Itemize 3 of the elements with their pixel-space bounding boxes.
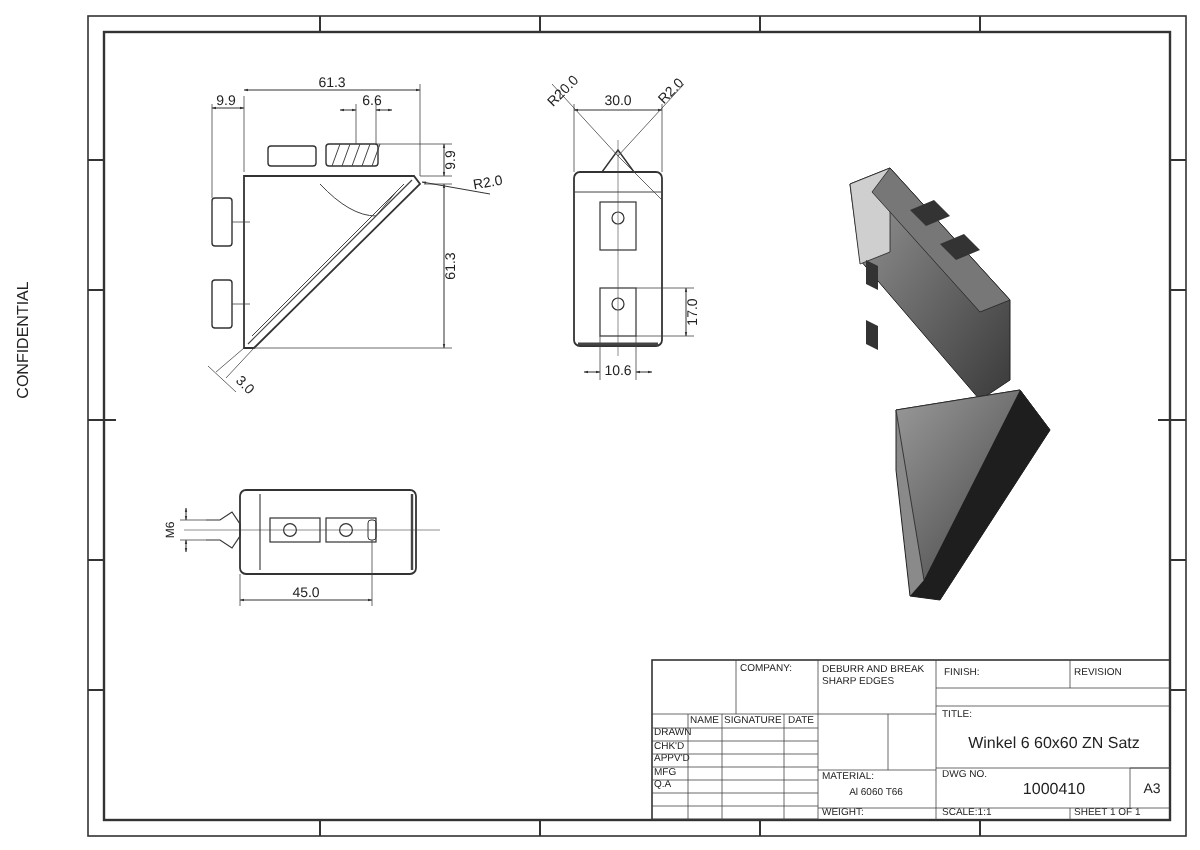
title-block-text: Winkel 6 60x60 ZN Satz	[968, 736, 1140, 752]
title-block-text: 1000410	[1022, 782, 1086, 798]
confidential-note: CONFIDENTIAL	[16, 281, 32, 399]
